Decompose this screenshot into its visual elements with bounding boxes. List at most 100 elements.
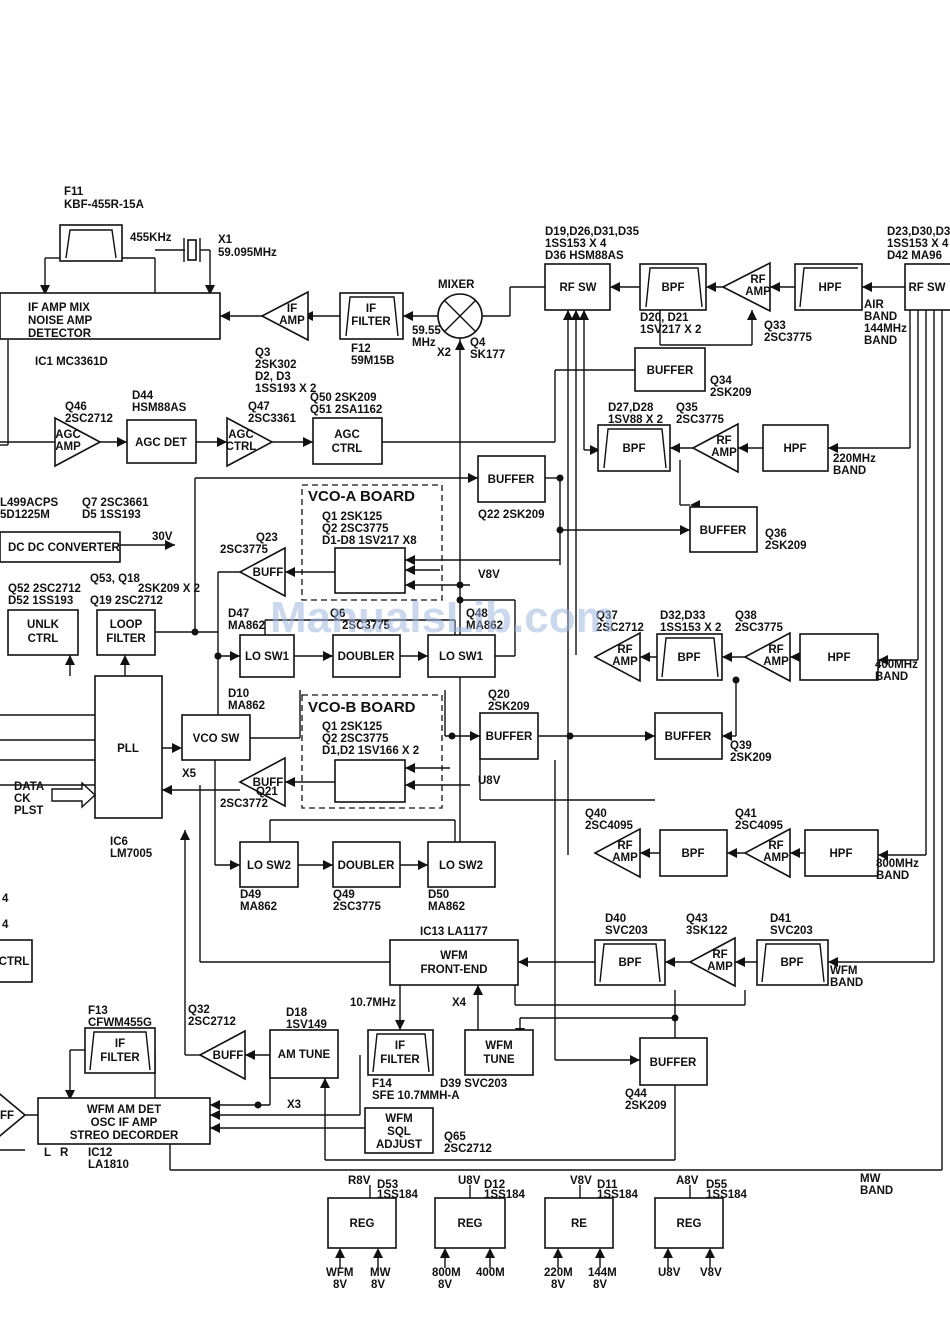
svg-text:BUFFER: BUFFER	[700, 525, 747, 537]
label: Q7 2SC3661	[82, 497, 149, 509]
label: MA862	[228, 620, 265, 632]
rf-sw-main-block: RF SW	[904, 263, 950, 311]
hpf-block-2: HPF	[762, 424, 829, 472]
label: D27,D28	[608, 402, 654, 414]
svg-text:IF: IF	[395, 1040, 405, 1052]
label: 2SK209	[625, 1100, 667, 1112]
buff-q21-block: BUFF	[238, 756, 286, 808]
label: 59.55	[412, 325, 441, 337]
label: 1SS184	[597, 1189, 639, 1201]
label: 59M15B	[351, 355, 394, 367]
label: V8V	[478, 569, 500, 581]
pll-block: PLL	[94, 675, 163, 819]
label: Q23	[256, 532, 278, 544]
label: MW	[860, 1173, 881, 1185]
label: MA862	[228, 700, 265, 712]
ctrl-block: CTRL	[0, 939, 33, 983]
svg-text:BUFFER: BUFFER	[647, 365, 694, 377]
label: Q52 2SC2712	[8, 583, 81, 595]
label: SVC203	[605, 925, 648, 937]
label: 1SS184	[484, 1189, 526, 1201]
label: 2SK302	[255, 359, 297, 371]
rf-amp-block-7: RF AMP	[688, 936, 736, 988]
bpf-block-6: BPF	[756, 939, 829, 986]
svg-text:REG: REG	[677, 1218, 702, 1230]
svg-text:RF SW: RF SW	[908, 282, 945, 294]
hpf-block-4: HPF	[804, 829, 879, 877]
svg-text:RF: RF	[716, 435, 731, 447]
label: MA862	[428, 901, 465, 913]
label: BAND	[876, 870, 909, 882]
label: D5 1SS193	[82, 509, 141, 521]
label: 2SC2712	[444, 1143, 492, 1155]
label: Q49	[333, 889, 355, 901]
svg-text:AMP: AMP	[612, 656, 638, 668]
label: D1-D8 1SV217 X8	[322, 535, 417, 547]
svg-text:STREO DECORDER: STREO DECORDER	[70, 1130, 179, 1142]
svg-text:AMP: AMP	[745, 286, 771, 298]
if-filter-f13-block: IF FILTER	[84, 1027, 156, 1074]
doubler-block-1: DOUBLER	[332, 634, 401, 678]
x1-crystal-icon	[183, 238, 201, 262]
svg-text:FILTER: FILTER	[380, 1054, 420, 1066]
label: SVC203	[770, 925, 813, 937]
bpf-block-4: BPF	[659, 829, 728, 877]
svg-text:HPF: HPF	[784, 443, 807, 455]
label: F14	[372, 1078, 392, 1090]
label: X3	[287, 1099, 301, 1111]
label: Q47	[248, 401, 270, 413]
label: Q43	[686, 913, 708, 925]
bpf-block-3: BPF	[656, 633, 723, 681]
if-filter-f14-block: IF FILTER	[367, 1029, 434, 1076]
label: CFWM455G	[88, 1017, 152, 1029]
svg-text:LO SW2: LO SW2	[247, 860, 291, 872]
svg-text:AGC DET: AGC DET	[135, 437, 187, 449]
rf-amp-block-6: RF AMP	[743, 827, 791, 879]
label: Q1 2SK125	[322, 721, 383, 733]
hpf-block-3: HPF	[799, 633, 879, 681]
label: 30V	[152, 531, 173, 543]
label: D44	[132, 390, 154, 402]
label: U8V	[478, 775, 501, 787]
svg-text:BUFF: BUFF	[213, 1050, 244, 1062]
label: D40	[605, 913, 626, 925]
label: BAND	[830, 977, 863, 989]
label: Q33	[764, 320, 786, 332]
label: SK177	[470, 349, 505, 361]
label: Q37	[596, 610, 618, 622]
label: 1SS193 X 2	[255, 383, 316, 395]
svg-text:RF SW: RF SW	[559, 282, 596, 294]
wfm-sql-adjust-block: WFM SQL ADJUST	[364, 1107, 434, 1154]
label: D47	[228, 608, 249, 620]
svg-text:RF: RF	[712, 949, 727, 961]
svg-text:FILTER: FILTER	[351, 316, 391, 328]
label: Q50 2SK209	[310, 392, 377, 404]
svg-text:FILTER: FILTER	[106, 633, 146, 645]
svg-text:ADJUST: ADJUST	[376, 1139, 422, 1151]
label: L499ACPS	[0, 497, 58, 509]
reg-block-1: REG	[327, 1197, 397, 1249]
svg-text:MIXER: MIXER	[438, 279, 475, 291]
if-amp-block: IF AMP	[260, 290, 309, 342]
dcdc-converter-block: DC DC CONVERTER	[0, 531, 121, 563]
label: KBF-455R-15A	[64, 199, 144, 211]
label: Q2 2SC3775	[322, 523, 389, 535]
bpf-block-2: BPF	[597, 424, 671, 472]
label: X5	[182, 768, 197, 780]
svg-text:UNLK: UNLK	[27, 619, 60, 631]
svg-text:IF: IF	[366, 303, 376, 315]
hpf-block-1: HPF	[794, 263, 863, 311]
svg-text:BPF: BPF	[682, 848, 705, 860]
label: 2SK209	[710, 387, 752, 399]
label: D55	[706, 1179, 728, 1191]
label: 1SS184	[706, 1189, 748, 1201]
svg-text:DETECTOR: DETECTOR	[28, 328, 92, 340]
label: 4	[2, 919, 9, 931]
rf-amp-block-2: RF AMP	[691, 422, 739, 474]
svg-text:CTRL: CTRL	[28, 633, 59, 645]
label: D50	[428, 889, 449, 901]
label: Q6	[330, 608, 345, 620]
label: WFM	[830, 965, 857, 977]
label: MHz	[412, 337, 436, 349]
label: Q35	[676, 402, 698, 414]
